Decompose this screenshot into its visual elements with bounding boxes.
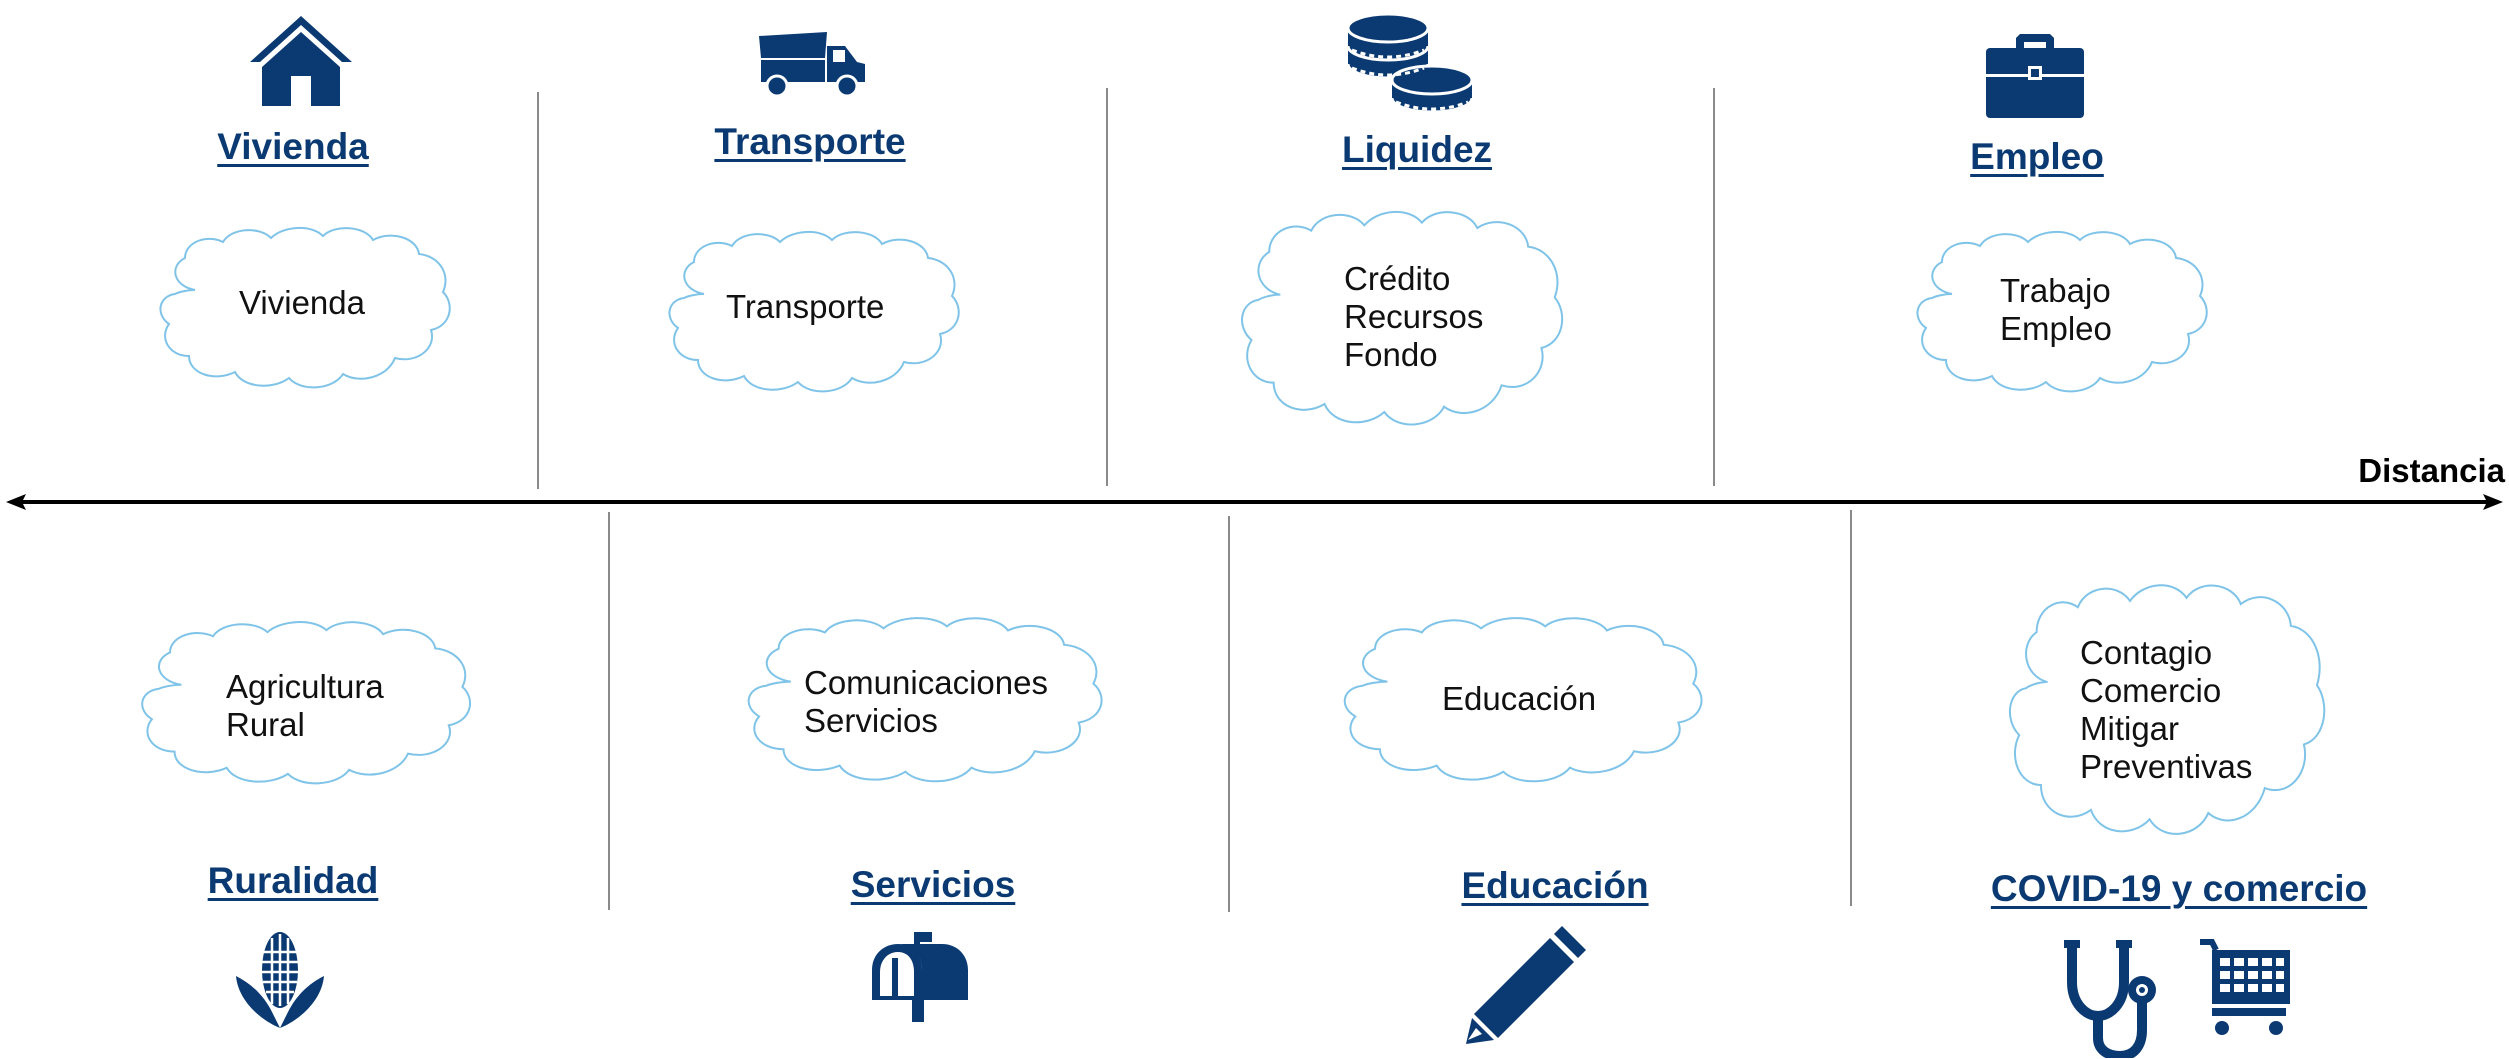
keyword-cloud-ruralidad: Agricultura Rural [136, 616, 476, 786]
category-title-empleo: Empleo [1970, 136, 2104, 177]
truck-icon [757, 30, 867, 100]
keyword-cloud-transporte: Transporte [664, 226, 964, 394]
category-title-servicios: Servicios [850, 864, 1016, 905]
keyword-cloud-educacion: Educación [1338, 612, 1708, 784]
keyword: Servicios [804, 702, 938, 739]
distance-axis [0, 490, 2509, 514]
keyword-cloud-vivienda: Vivienda [155, 222, 455, 390]
keyword: Comercio [2080, 672, 2222, 709]
column-divider [608, 512, 610, 910]
category-title-educacion: Educación [1461, 865, 1649, 906]
category-title-vivienda: Vivienda [217, 126, 369, 167]
column-divider [1713, 88, 1715, 486]
briefcase-icon [1984, 32, 2086, 120]
house-icon [248, 14, 354, 106]
coins-icon [1344, 6, 1476, 114]
column-divider [537, 92, 539, 489]
category-title-covid-comercio: COVID-19 y comercio [1990, 868, 2368, 909]
keyword: Recursos [1344, 298, 1484, 335]
keyword: Vivienda [239, 284, 365, 321]
category-title-liquidez: Liquidez [1341, 129, 1493, 170]
keyword: Preventivas [2080, 748, 2253, 785]
column-divider [1228, 516, 1230, 912]
keyword: Transporte [726, 288, 885, 325]
keyword: Comunicaciones [804, 664, 1048, 701]
shopping-cart-icon [2198, 938, 2292, 1036]
column-divider [1850, 510, 1852, 906]
category-title-ruralidad: Ruralidad [207, 860, 379, 901]
pencil-icon [1462, 922, 1590, 1046]
keyword-cloud-covid-comercio: Contagio Comercio Mitigar Preventivas [2004, 576, 2330, 838]
keyword: Mitigar [2080, 710, 2180, 747]
keyword: Empleo [2000, 310, 2112, 347]
column-divider [1106, 88, 1108, 486]
keyword: Fondo [1344, 336, 1438, 373]
keyword: Trabajo [2000, 272, 2111, 309]
keyword: Crédito [1344, 260, 1451, 297]
keyword: Contagio [2080, 634, 2213, 671]
keyword: Agricultura [226, 668, 384, 705]
axis-label: Distancia [2358, 452, 2505, 489]
keyword-cloud-liquidez: Crédito Recursos Fondo [1236, 204, 1568, 428]
stethoscope-icon [2062, 940, 2160, 1058]
corn-icon [230, 930, 330, 1030]
keyword-cloud-empleo: Trabajo Empleo [1912, 226, 2212, 394]
keyword: Educación [1442, 680, 1597, 717]
keyword: Rural [226, 706, 305, 743]
category-title-transporte: Transporte [714, 121, 906, 162]
keyword-cloud-servicios: Comunicaciones Servicios [742, 612, 1108, 784]
mailbox-icon [870, 930, 970, 1024]
